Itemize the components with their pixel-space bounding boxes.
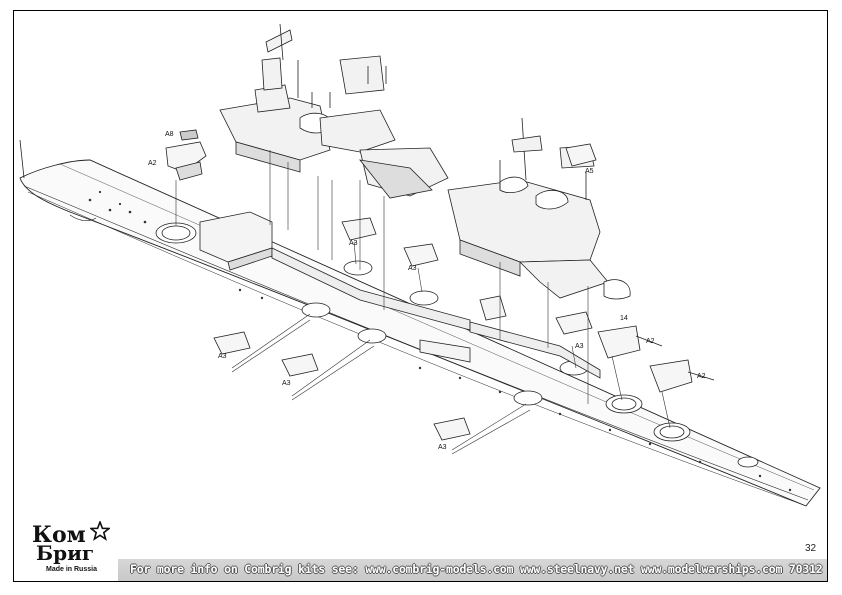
callout-labels: A8 A2 A3 A3 A3 A3 A3 A3 A5 A2 A2 14 — [148, 131, 706, 451]
callout-a3-left-2: A3 — [282, 380, 291, 387]
turret-rings — [155, 222, 759, 468]
callout-a3-center-2: A3 — [408, 265, 417, 272]
callout-a3-center-1: A3 — [349, 240, 358, 247]
callout-a2-right-1: A2 — [646, 338, 655, 345]
forward-bridge-assembly — [219, 23, 449, 199]
page-number: 32 — [805, 543, 817, 554]
callout-part-14: 14 — [620, 315, 628, 322]
callout-a3-left-1: A3 — [218, 353, 227, 360]
hull — [19, 139, 821, 507]
drawing-frame — [13, 10, 828, 582]
logo-line-1: Ком — [32, 522, 86, 548]
callout-a5: A5 — [585, 168, 594, 175]
callout-a3-bottom: A3 — [438, 444, 447, 451]
callout-a2-right-2: A2 — [697, 373, 706, 380]
deck-fittings — [88, 190, 792, 492]
leader-lines — [175, 150, 671, 455]
hull-superstructure — [199, 211, 601, 379]
logo-line-2: Бриг — [36, 541, 95, 565]
aft-superstructure-assembly — [447, 117, 631, 300]
callout-a8: A8 — [165, 131, 174, 138]
brand-logo: Ком Бриг Made in Russia — [30, 521, 120, 581]
loose-parts — [165, 129, 715, 441]
footer-info-text: For more info on Combrig kits see: www.c… — [130, 562, 823, 576]
footer-band — [118, 559, 827, 581]
star-icon — [90, 521, 110, 541]
callout-a3-right: A3 — [575, 343, 584, 350]
callout-a2-forward: A2 — [148, 160, 157, 167]
logo-subtitle: Made in Russia — [46, 566, 97, 573]
